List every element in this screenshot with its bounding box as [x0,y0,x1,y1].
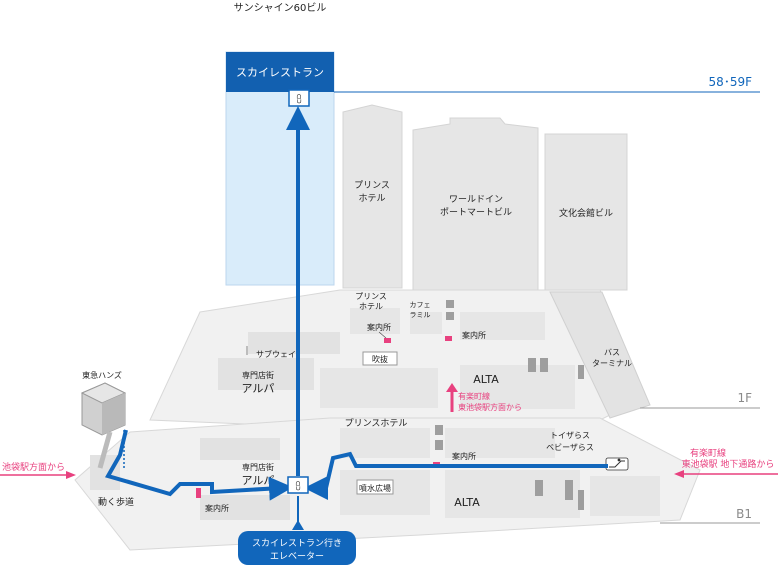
floor-b1-label: B1 [736,507,752,521]
1f-info-b: 案内所 [462,330,486,340]
b1-info-marker-b [196,488,201,498]
prince-hotel-line2: ホテル [358,193,385,204]
prince-hotel-line1: プリンス [354,180,390,191]
elevator-callout-line1: スカイレストラン行き [252,537,342,549]
world-import-line2: ポートマートビル [440,207,512,218]
b1-alpa: アルパ [242,474,275,487]
ikebukuro-label: 池袋駅方面から [2,461,65,473]
prince-hotel-building: プリンス ホテル [342,104,403,289]
b1-toys-line1: トイザらス [550,431,590,440]
elevator-callout-line2: エレベーター [270,551,324,562]
1f-alta: ALTA [473,373,499,386]
1f-prince-hotel-line2: ホテル [359,302,383,311]
world-import-mart-building: ワールドイン ポートマートビル [412,117,539,291]
skyrestaurant-label[interactable]: スカイレストラン [236,66,324,79]
svg-text:⩉: ⩉ [296,481,301,492]
1f-yurakucho-line1: 有楽町線 [458,391,490,401]
svg-text:⩉: ⩉ [297,94,302,105]
tokyu-hands-label: 東急ハンズ [82,370,122,380]
1f-info-a: 案内所 [367,322,391,332]
b1-alta: ALTA [454,496,480,509]
1f-senmonten: 専門店街 [242,370,274,380]
elevator-callout[interactable]: スカイレストラン行き エレベーター [238,531,356,565]
tokyu-hands-building [80,382,127,436]
tower-name: サンシャイン60ビル [234,2,327,14]
1f-subway: サブウェイ [256,349,296,359]
bunka-kaikan-building: 文化会館ビル [544,133,628,291]
world-import-line1: ワールドイン [449,195,503,205]
skyrestaurant-band [226,52,334,92]
1f-alpa: アルパ [242,382,275,395]
1f-bus-line1: バス [604,348,620,357]
b1-yurakucho-line1: 有楽町線 [690,447,726,459]
1f-info-marker-b [445,336,452,341]
1f-cafe-line2: ラミル [410,311,431,319]
floor-1f [149,289,651,429]
elevator-icon-b1[interactable]: ⩉ [287,476,309,494]
1f-prince-hotel-line1: プリンス [355,292,387,301]
moving-walkway-label: 動く歩道 [98,496,134,508]
b1-funsui: 噴水広場 [359,483,391,493]
route-from-ikebukuro [105,429,293,501]
1f-fukinuke: 吹抜 [372,354,388,364]
1f-yurakucho-line2: 東池袋駅方面から [458,402,522,412]
1f-fukinuke-box [362,351,398,366]
b1-info-b: 案内所 [205,503,229,513]
1f-bus-line2: ターミナル [592,359,632,368]
floor-58-59-label: 58･59F [709,75,753,89]
b1-prince-hotel: プリンスホテル [345,418,408,429]
b1-senmonten: 専門店街 [242,462,274,472]
b1-info-a: 案内所 [452,451,476,461]
escalator-icon [605,457,629,471]
sunshine60-tower: サンシャイン60ビル スカイレストラン [225,2,335,286]
1f-cafe-line1: カフェ [410,301,431,309]
b1-funsui-box [356,479,394,495]
b1-yurakucho-line2: 東池袋駅 地下通路から [682,458,775,470]
route-from-higashi-ikebukuro [304,451,608,500]
bunka-kaikan-label: 文化会館ビル [559,207,613,219]
floor-1f-label: 1F [737,391,752,405]
elevator-icon-top[interactable]: ⩉ [288,89,310,107]
b1-toys-line2: ベビーザらス [546,443,594,452]
1f-info-marker-a [384,338,391,343]
